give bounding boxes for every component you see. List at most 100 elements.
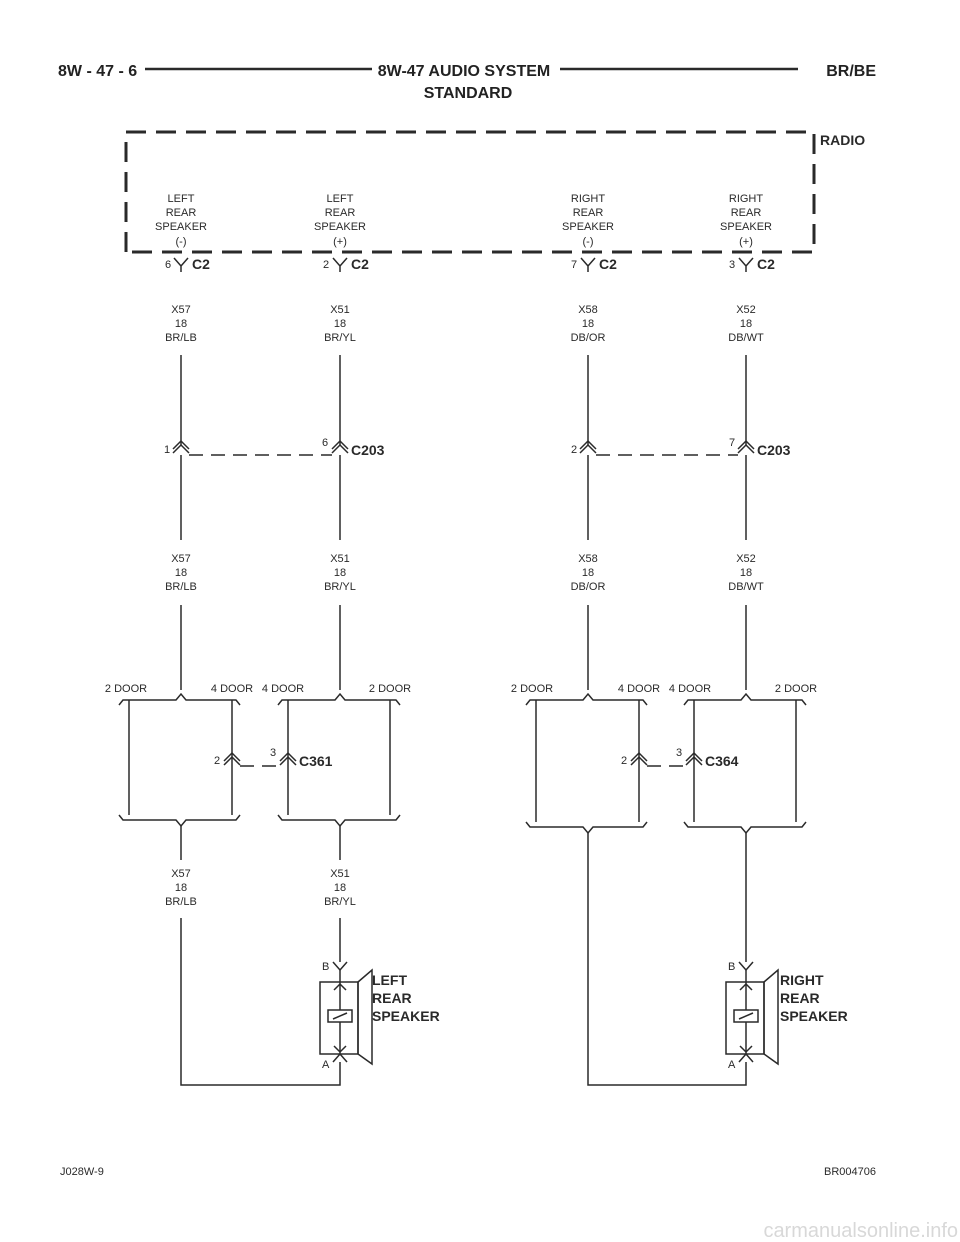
wire-color: BR/LB — [165, 896, 197, 908]
output-label-line: REAR — [325, 207, 356, 219]
output-label-line: (+) — [739, 236, 753, 248]
wire-label-x57-mid: X57 18 BR/LB — [165, 553, 197, 593]
wire-x58-return-loop — [587, 833, 747, 1086]
pin-number: 1 — [164, 444, 170, 456]
right-rear-speaker: B A RIGHT REAR SPEAKER — [725, 961, 848, 1071]
option-4-door-label: 4 DOOR — [618, 683, 660, 695]
option-join-bracket — [525, 821, 648, 835]
wire-labels-mid: X57 18 BR/LB X51 18 BR/YL X58 18 DB/OR X… — [165, 553, 764, 593]
option-2-door-label: 2 DOOR — [511, 683, 553, 695]
wire-label-x51-bottom: X51 18 BR/YL — [324, 868, 356, 908]
figure-code: J028W-9 — [60, 1166, 104, 1178]
left-rear-speaker: B A LEFT REAR SPEAKER — [319, 961, 440, 1071]
figure-id: BR004706 — [824, 1166, 876, 1178]
option-4-door-label: 4 DOOR — [262, 683, 304, 695]
c2-pin-3: 3 C2 — [729, 256, 775, 272]
speaker-cone — [357, 968, 373, 1066]
output-label-line: REAR — [573, 207, 604, 219]
option-split-bracket — [118, 692, 241, 706]
page-header: 8W - 47 - 6 8W-47 AUDIO SYSTEM STANDARD … — [58, 63, 876, 102]
inline-connector-symbol — [737, 439, 755, 454]
speaker-label-line: RIGHT — [780, 972, 824, 988]
output-label-line: LEFT — [327, 193, 354, 205]
wire-color: BR/YL — [324, 581, 356, 593]
option-2-door-label: 2 DOOR — [369, 683, 411, 695]
c203-right: 2 7 C203 — [571, 437, 791, 458]
option-split-bracket — [683, 692, 807, 706]
model-code: BR/BE — [826, 63, 876, 80]
connector-symbol — [580, 257, 596, 272]
wire-gauge: 18 — [740, 567, 752, 579]
wire-color: BR/LB — [165, 581, 197, 593]
connector-name: C2 — [757, 256, 775, 272]
wire-gauge: 18 — [175, 318, 187, 330]
wires-to-split — [180, 605, 747, 690]
connector-name: C203 — [757, 442, 791, 458]
wire-label-x52-mid: X52 18 DB/WT — [728, 553, 764, 593]
wire-label-x51-mid: X51 18 BR/YL — [324, 553, 356, 593]
door-option-left: 2 DOOR 4 DOOR 4 DOOR 2 DOOR 2 3 C361 — [105, 683, 411, 828]
wires-lower-left: X57 18 BR/LB X51 18 BR/YL — [165, 826, 356, 1086]
speaker-label-line: LEFT — [372, 972, 407, 988]
connector-symbol — [173, 257, 189, 272]
option-4-door-label: 4 DOOR — [211, 683, 253, 695]
wire-label-x51-top: X51 18 BR/YL — [324, 304, 356, 344]
connector-name: C203 — [351, 442, 385, 458]
output-label-line: RIGHT — [571, 193, 606, 205]
output-label-line: SPEAKER — [720, 221, 772, 233]
connector-name: C361 — [299, 753, 333, 769]
connector-name: C2 — [351, 256, 369, 272]
c2-pin-2: 2 C2 — [323, 256, 369, 272]
wire-color: DB/WT — [728, 581, 764, 593]
output-label-line: REAR — [166, 207, 197, 219]
circuit-id: X51 — [330, 553, 350, 565]
option-join-bracket — [277, 814, 401, 828]
pin-number: 2 — [571, 444, 577, 456]
output-label-line: REAR — [731, 207, 762, 219]
pin-b-label: B — [728, 961, 735, 973]
output-label-line: (-) — [583, 236, 594, 248]
wire-x57-return-loop — [180, 918, 341, 1086]
door-option-right: 2 DOOR 4 DOOR 4 DOOR 2 DOOR 2 3 C364 — [511, 683, 817, 835]
pin-number: 6 — [322, 437, 328, 449]
speaker-arrow-up — [739, 982, 753, 991]
option-2-door-label: 2 DOOR — [105, 683, 147, 695]
c2-pin-7: 7 C2 — [571, 256, 617, 272]
wire-label-x57-bottom: X57 18 BR/LB — [165, 868, 197, 908]
wire-color: DB/WT — [728, 332, 764, 344]
wire-color: BR/LB — [165, 332, 197, 344]
pin-number: 7 — [571, 259, 577, 271]
speaker-coil-slash — [332, 1012, 348, 1020]
speaker-connector-top — [738, 961, 754, 972]
radio-output-left-minus: LEFT REAR SPEAKER (-) — [155, 193, 207, 248]
connector-name: C2 — [599, 256, 617, 272]
pin-a-label: A — [322, 1059, 330, 1071]
speaker-label-line: SPEAKER — [372, 1008, 440, 1024]
pin-number: 7 — [729, 437, 735, 449]
radio-boundary — [124, 130, 816, 254]
speaker-cone — [763, 968, 779, 1066]
connector-name: C2 — [192, 256, 210, 272]
connector-symbol — [738, 257, 754, 272]
circuit-id: X58 — [578, 304, 598, 316]
option-split-bracket — [525, 692, 648, 706]
circuit-id: X57 — [171, 553, 191, 565]
wire-gauge: 18 — [334, 318, 346, 330]
page-subtitle: STANDARD — [424, 85, 513, 102]
pin-number: 2 — [214, 755, 220, 767]
output-label-line: SPEAKER — [562, 221, 614, 233]
pin-a-label: A — [728, 1059, 736, 1071]
wire-gauge: 18 — [334, 882, 346, 894]
c2-pin-6: 6 C2 — [165, 256, 210, 272]
circuit-id: X52 — [736, 304, 756, 316]
speaker-coil-slash — [738, 1012, 754, 1020]
output-label-line: SPEAKER — [314, 221, 366, 233]
pin-b-label: B — [322, 961, 329, 973]
circuit-id: X51 — [330, 868, 350, 880]
output-label-line: (+) — [333, 236, 347, 248]
circuit-id: X52 — [736, 553, 756, 565]
radio-output-right-minus: RIGHT REAR SPEAKER (-) — [562, 193, 614, 248]
pin-number: 2 — [323, 259, 329, 271]
page-code: 8W - 47 - 6 — [58, 63, 137, 80]
